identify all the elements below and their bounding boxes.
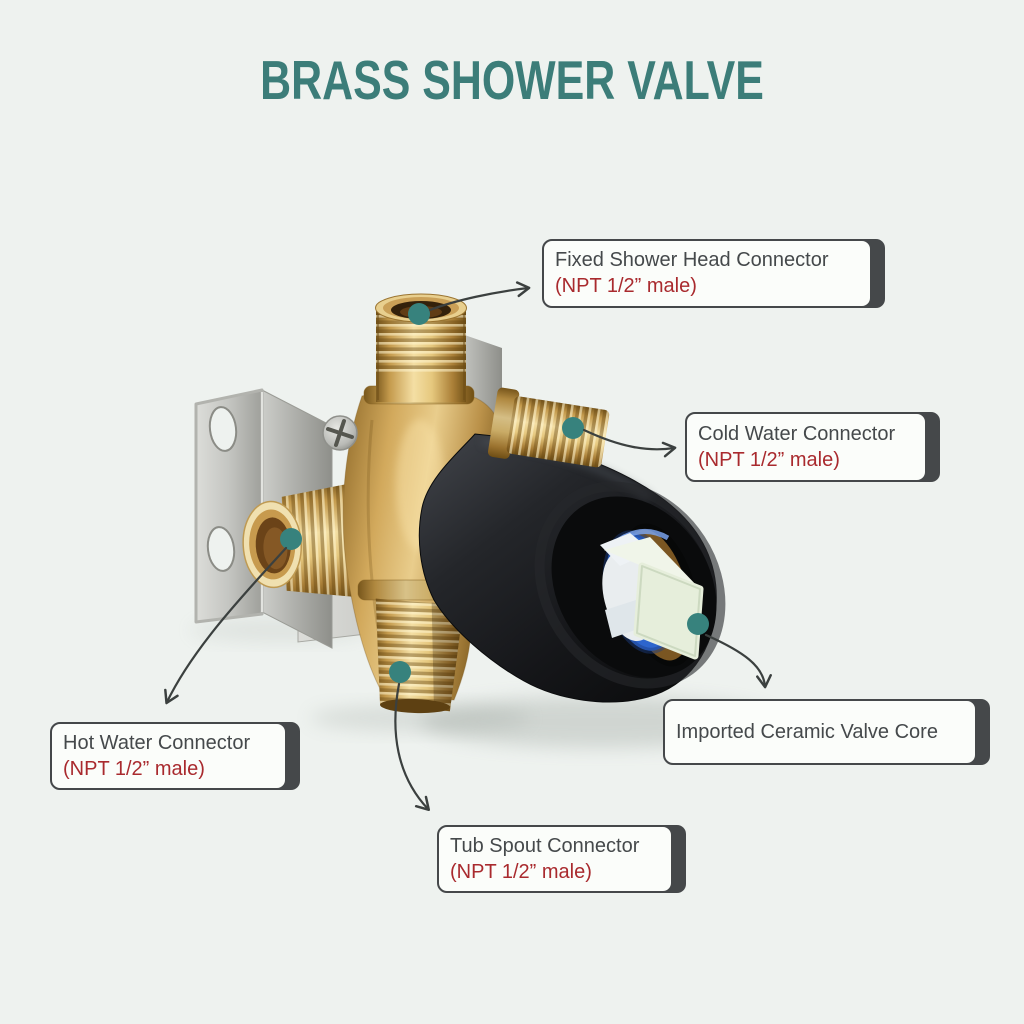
callout-box: Fixed Shower Head Connector (NPT 1/2” ma… [542,239,872,308]
callout-box: Hot Water Connector (NPT 1/2” male) [50,722,287,790]
callout-title: Cold Water Connector [698,422,896,445]
connection-dots [280,303,709,683]
page-title: BRASS SHOWER VALVE [260,49,764,111]
callout-subtitle: (NPT 1/2” male) [698,448,840,471]
callout-box: Imported Ceramic Valve Core [663,699,977,765]
callout-imported-ceramic-valve-core: Imported Ceramic Valve Core [663,699,990,765]
bracket-hole-top [208,406,238,452]
tub-spout-port [375,598,464,714]
callout-box: Cold Water Connector (NPT 1/2” male) [685,412,927,482]
callout-title: Imported Ceramic Valve Core [676,720,938,743]
dot-cold-water [562,417,584,439]
callout-cold-water-connector: Cold Water Connector (NPT 1/2” male) [685,412,940,482]
callout-tub-spout-connector: Tub Spout Connector (NPT 1/2” male) [437,825,686,893]
callout-title: Fixed Shower Head Connector [555,249,829,271]
dot-shower-head [408,303,430,325]
arrow-cold-water [582,428,677,458]
arrow-hot-water [164,546,288,705]
arrow-valve-core [704,633,772,689]
callout-hot-water-connector: Hot Water Connector (NPT 1/2” male) [50,722,300,790]
callout-title: Tub Spout Connector [450,834,640,857]
callout-subtitle: (NPT 1/2” male) [63,757,205,780]
bracket-hole-bottom [206,526,236,572]
callout-arrows [164,281,772,812]
cold-water-port [487,387,610,468]
callout-box: Tub Spout Connector (NPT 1/2” male) [437,825,673,893]
arrow-shower-head [428,281,531,312]
dot-tub-spout [389,661,411,683]
ceramic-valve-core [600,523,704,667]
callout-subtitle: (NPT 1/2” male) [555,275,697,297]
callout-fixed-shower-head-connector: Fixed Shower Head Connector (NPT 1/2” ma… [542,239,885,308]
callout-title: Hot Water Connector [63,731,251,754]
arrow-tub-spout [394,682,431,812]
dot-valve-core [687,613,709,635]
callout-subtitle: (NPT 1/2” male) [450,860,592,883]
dot-hot-water [280,528,302,550]
bracket-screw [322,415,358,451]
